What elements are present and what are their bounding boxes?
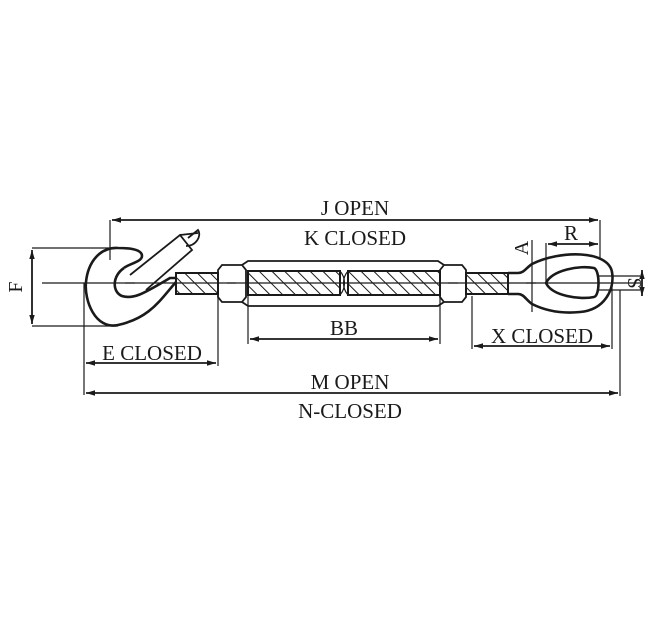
label-e-closed: E CLOSED [102, 341, 202, 365]
label-m-open: M OPEN [311, 370, 390, 394]
label-x-closed: X CLOSED [491, 324, 593, 348]
dimension-m-n: M OPEN N-CLOSED [86, 290, 621, 423]
label-f: F [5, 281, 27, 292]
dimension-bb: BB [247, 296, 441, 344]
label-k-closed: K CLOSED [304, 226, 406, 250]
label-n-closed: N-CLOSED [298, 399, 402, 423]
dimension-e-closed: E CLOSED [83, 283, 219, 395]
dimension-a: A [511, 240, 533, 312]
label-bb: BB [330, 316, 358, 340]
dimension-f: F [5, 247, 118, 327]
label-s: S [623, 277, 645, 288]
dimension-j-k: J OPEN K CLOSED [109, 196, 601, 260]
label-j-open: J OPEN [321, 196, 389, 220]
label-r: R [564, 221, 578, 245]
dimension-s: S [623, 270, 645, 296]
dimension-x-closed: X CLOSED [471, 283, 613, 349]
dimension-r: R [545, 221, 598, 283]
label-a: A [511, 240, 533, 255]
